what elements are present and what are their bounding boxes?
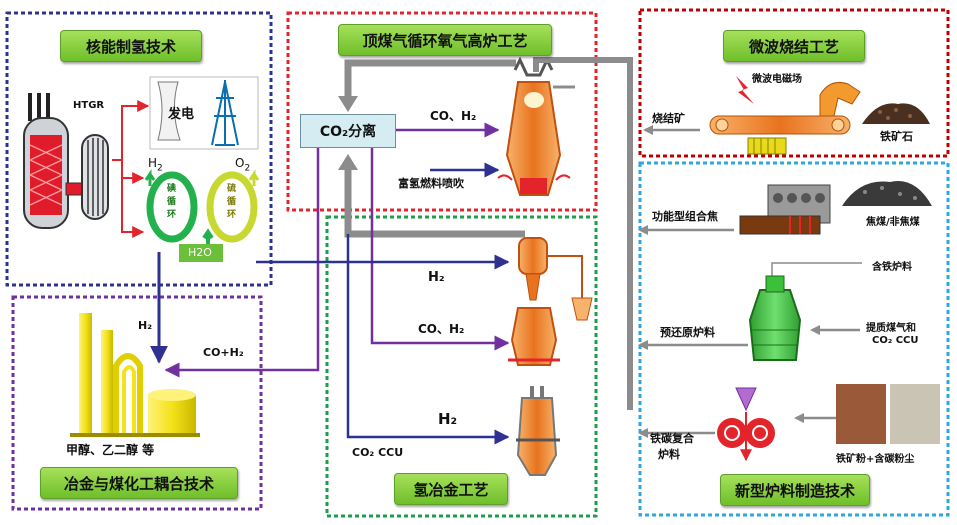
microwave-field-label: 微波电磁场 [752,70,802,85]
coal-pile-icon [842,181,932,206]
co2-ccu-label: CO₂ CCU [352,446,403,459]
sulfur-cycle-label: 硫 循 环 [227,183,236,222]
power-generation-label: 发电 [168,103,194,122]
h2-label: H2 [148,156,163,173]
hydrogen-smelter-icon [516,386,560,475]
oxygen-blast-furnace-icon [498,60,570,195]
htgr-label: HTGR [73,100,104,111]
iron-carbon-burden-label: 炉料 [658,446,680,462]
shaft-h2-label: H₂ [428,270,445,285]
prereduction-reactor-icon [750,276,800,360]
htgr-reactor-icon [24,93,108,228]
sinter-label: 烧结矿 [652,110,685,126]
iron-material-label: 含铁炉料 [872,258,912,273]
microwave-panel-title: 微波烧结工艺 [723,30,865,62]
carbon-dust-photo [890,384,940,444]
functional-coke-label: 功能型组合焦 [652,208,718,224]
chem-h2-label: H₂ [138,319,152,332]
iodine-cycle-label: 碘 循 环 [167,183,176,222]
smelter-h2-label: H₂ [438,410,457,428]
upgraded-gas-ccu-label: CO₂ CCU [872,335,919,346]
hydrogen-metallurgy-panel-title: 氢冶金工艺 [394,473,508,505]
shaft-furnace-icon [508,238,592,365]
nuclear-panel-title: 核能制氢技术 [60,30,202,62]
blast-furnace-panel-title: 顶煤气循环氧气高炉工艺 [338,24,552,56]
iron-carbon-label: 铁碳复合 [650,430,694,446]
iron-ore-powder-photo [836,384,886,444]
upgraded-gas-label: 提质煤气和 [866,319,916,334]
metallurgy-chem-panel-title: 冶金与煤化工耦合技术 [40,467,238,499]
chemical-plant-icon [70,313,200,437]
coke-oven-icon [740,185,830,234]
powder-label: 铁矿粉+含碳粉尘 [836,450,914,465]
iron-ore-label: 铁矿石 [880,128,913,144]
chem-products-label: 甲醇、乙二醇 等 [66,441,154,458]
iron-ore-pile-icon [862,103,930,124]
h2o-label: H2O [188,246,212,259]
prereduced-burden-label: 预还原炉料 [660,324,715,340]
chem-co-h2-label: CO+H₂ [203,346,244,359]
new-burden-panel-title: 新型炉料制造技术 [720,474,870,506]
co2-separation-box: CO₂分离 [300,114,396,148]
o2-label: O2 [235,156,250,173]
bf-co-h2-label: CO、H₂ [430,107,476,124]
hydrogen-rich-injection-label: 富氢燃料喷吹 [398,175,464,191]
power-plant-icon [150,77,258,149]
microwave-sinter-machine-icon [710,76,860,154]
roller-press-icon [717,388,775,460]
coal-label: 焦煤/非焦煤 [866,213,920,228]
shaft-co-h2-label: CO、H₂ [418,320,464,337]
